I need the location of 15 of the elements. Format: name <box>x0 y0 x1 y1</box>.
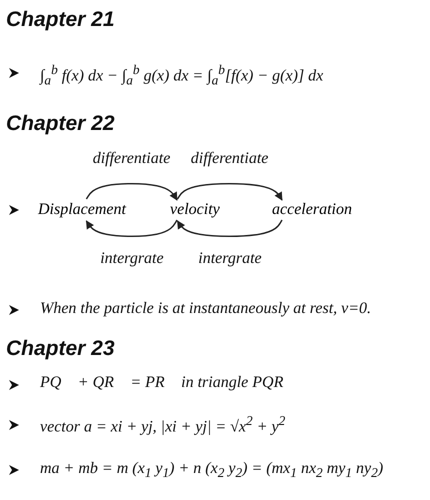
edge-label: intergrate <box>100 250 164 268</box>
heading: Chapter 22 <box>6 112 115 136</box>
note-text: When the particle is at instantaneously at rest, v=0. <box>40 300 372 318</box>
heading: Chapter 21 <box>6 8 115 32</box>
term-text: Displacement <box>38 200 126 220</box>
formula: vector a = xi + yj, |xi + yj| = √x$^{2}$ + y$^{2}$ <box>40 413 286 436</box>
formula: PQ⃗ + QR⃗ = PR⃗ in triangle PQR <box>40 374 284 392</box>
edge-label: intergrate <box>198 250 262 268</box>
term-text: velocity <box>170 200 220 220</box>
edge-label: differentiate <box>190 150 268 168</box>
heading: Chapter 23 <box>6 337 115 361</box>
edge-label: differentiate <box>92 150 170 168</box>
formula: ∫$_{a}$$^{b}$ f(x) dx − ∫$_{a}$$^{b}$ g(x) dx = ∫$_{a}$$^{b}$[f(x) − g(x)] dx <box>40 62 324 89</box>
formula: ma + mb = m (x$_{1}$ y$_{1}$) + n (x$_{2}$ y$_{2}$) = (mx$_{1}$ nx$_{2}$ my$_{1}$ ny$_{2}$) <box>40 460 384 482</box>
term-text: acceleration <box>272 200 352 220</box>
